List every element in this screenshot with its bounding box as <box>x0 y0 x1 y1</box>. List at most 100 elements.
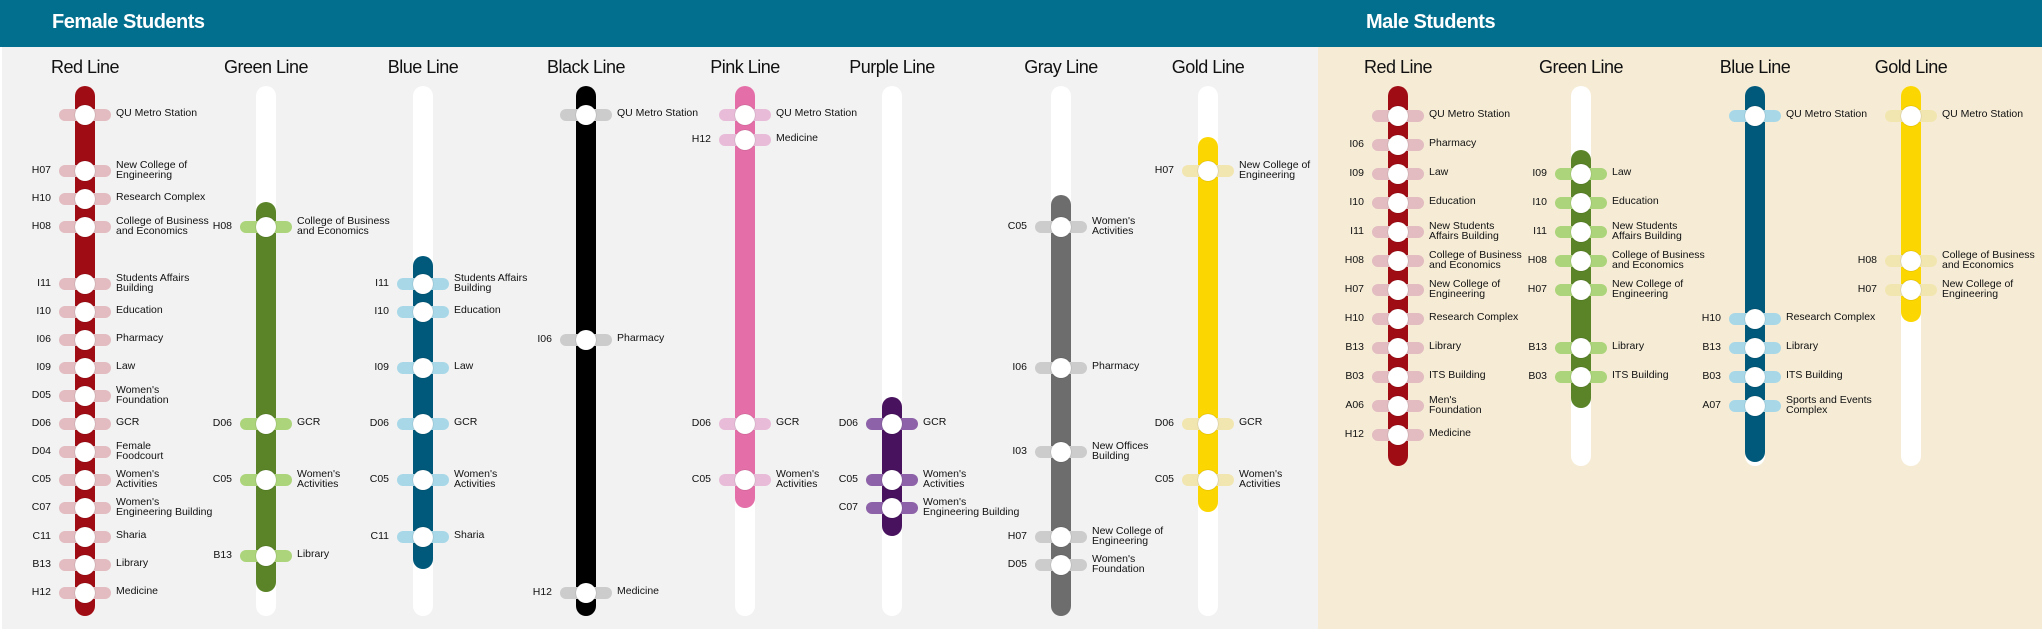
station-marker[interactable] <box>576 329 596 350</box>
station-marker[interactable] <box>1388 280 1408 300</box>
station-name[interactable]: GCR <box>776 416 800 429</box>
station-name[interactable]: Women's Activities <box>1239 468 1283 491</box>
station-name[interactable]: New College of Engineering <box>1942 278 2014 300</box>
station-name[interactable]: Pharmacy <box>1092 359 1140 372</box>
station-marker[interactable] <box>1901 280 1921 300</box>
station-marker[interactable] <box>75 357 95 378</box>
station-marker[interactable] <box>882 470 902 491</box>
station-name[interactable]: New Offices Building <box>1092 440 1149 463</box>
station-name[interactable]: Pharmacy <box>116 331 164 344</box>
station-marker[interactable] <box>1051 357 1071 378</box>
station-marker[interactable] <box>75 217 95 238</box>
station-name[interactable]: GCR <box>297 416 321 429</box>
station-name[interactable]: Women's Engineering Building <box>116 496 213 519</box>
station-name[interactable]: QU Metro Station <box>1429 108 1511 120</box>
station-name[interactable]: Library <box>297 548 330 561</box>
station-name[interactable]: ITS Building <box>1612 369 1669 381</box>
station-marker[interactable] <box>735 414 755 435</box>
station-marker[interactable] <box>75 386 95 406</box>
station-name[interactable]: Sports and Events Complex <box>1786 394 1872 416</box>
station-marker[interactable] <box>75 105 95 125</box>
station-marker[interactable] <box>75 414 95 435</box>
station-marker[interactable] <box>735 470 755 491</box>
station-marker[interactable] <box>1388 396 1408 416</box>
station-name[interactable]: New College of Engineering <box>1239 159 1311 182</box>
station-name[interactable]: Law <box>116 359 136 372</box>
station-marker[interactable] <box>1388 367 1408 387</box>
station-name[interactable]: Female Foodcourt <box>116 440 164 463</box>
station-name[interactable]: Women's Activities <box>297 468 341 491</box>
station-name[interactable]: Women's Engineering Building <box>923 496 1020 519</box>
station-name[interactable]: Law <box>1612 166 1632 178</box>
station-name[interactable]: Library <box>1612 340 1645 352</box>
station-name[interactable]: Law <box>1429 166 1449 178</box>
station-name[interactable]: Women's Activities <box>923 468 967 491</box>
station-marker[interactable] <box>1388 309 1408 329</box>
station-marker[interactable] <box>413 526 433 547</box>
station-marker[interactable] <box>75 442 95 463</box>
station-marker[interactable] <box>256 217 276 238</box>
station-marker[interactable] <box>413 470 433 491</box>
station-name[interactable]: Women's Foundation <box>1092 552 1145 575</box>
station-name[interactable]: Pharmacy <box>617 331 665 344</box>
station-marker[interactable] <box>1745 396 1765 416</box>
station-marker[interactable] <box>1571 164 1591 184</box>
station-marker[interactable] <box>1571 193 1591 213</box>
station-marker[interactable] <box>413 357 433 378</box>
station-marker[interactable] <box>75 329 95 350</box>
station-marker[interactable] <box>75 189 95 210</box>
station-name[interactable]: Medicine <box>1429 427 1472 439</box>
station-marker[interactable] <box>735 130 755 151</box>
station-name[interactable]: QU Metro Station <box>776 107 858 119</box>
station-marker[interactable] <box>1051 526 1071 547</box>
station-name[interactable]: Sharia <box>116 528 147 541</box>
station-name[interactable]: Law <box>454 359 474 372</box>
station-name[interactable]: Pharmacy <box>1429 137 1477 149</box>
station-marker[interactable] <box>1388 425 1408 445</box>
station-name[interactable]: Education <box>454 303 501 316</box>
station-marker[interactable] <box>75 526 95 547</box>
station-marker[interactable] <box>1388 135 1408 155</box>
station-marker[interactable] <box>256 470 276 491</box>
station-name[interactable]: New Students Affairs Building <box>1612 220 1682 242</box>
station-name[interactable]: Students Affairs Building <box>116 271 190 294</box>
station-marker[interactable] <box>75 161 95 182</box>
station-name[interactable]: Sharia <box>454 528 485 541</box>
station-name[interactable]: College of Business and Economics <box>116 215 209 238</box>
station-name[interactable]: Women's Activities <box>776 468 820 491</box>
station-name[interactable]: Research Complex <box>1429 311 1519 323</box>
station-name[interactable]: Research Complex <box>116 191 206 204</box>
station-marker[interactable] <box>576 105 596 125</box>
station-marker[interactable] <box>882 414 902 435</box>
station-name[interactable]: College of Business and Economics <box>1942 249 2035 271</box>
station-marker[interactable] <box>413 273 433 294</box>
station-marker[interactable] <box>1198 414 1218 435</box>
station-name[interactable]: GCR <box>923 416 947 429</box>
station-name[interactable]: GCR <box>116 416 140 429</box>
station-marker[interactable] <box>1051 554 1071 575</box>
station-marker[interactable] <box>75 582 95 603</box>
station-marker[interactable] <box>1388 193 1408 213</box>
station-name[interactable]: New College of Engineering <box>1612 278 1684 300</box>
station-name[interactable]: Women's Foundation <box>116 384 169 406</box>
station-marker[interactable] <box>75 273 95 294</box>
station-marker[interactable] <box>1901 251 1921 271</box>
station-marker[interactable] <box>75 470 95 491</box>
station-marker[interactable] <box>1901 106 1921 126</box>
station-name[interactable]: Medicine <box>617 584 660 597</box>
station-name[interactable]: GCR <box>454 416 478 429</box>
station-name[interactable]: Women's Activities <box>1092 215 1136 238</box>
station-marker[interactable] <box>1388 338 1408 358</box>
station-name[interactable]: Medicine <box>116 584 159 597</box>
station-marker[interactable] <box>1388 251 1408 271</box>
station-name[interactable]: Women's Activities <box>116 468 160 491</box>
station-marker[interactable] <box>256 414 276 435</box>
station-marker[interactable] <box>1388 222 1408 242</box>
station-marker[interactable] <box>413 414 433 435</box>
station-marker[interactable] <box>1745 338 1765 358</box>
station-marker[interactable] <box>576 582 596 603</box>
station-marker[interactable] <box>1051 442 1071 463</box>
station-name[interactable]: Research Complex <box>1786 311 1876 323</box>
station-marker[interactable] <box>1388 106 1408 126</box>
station-name[interactable]: College of Business and Economics <box>1429 249 1522 271</box>
